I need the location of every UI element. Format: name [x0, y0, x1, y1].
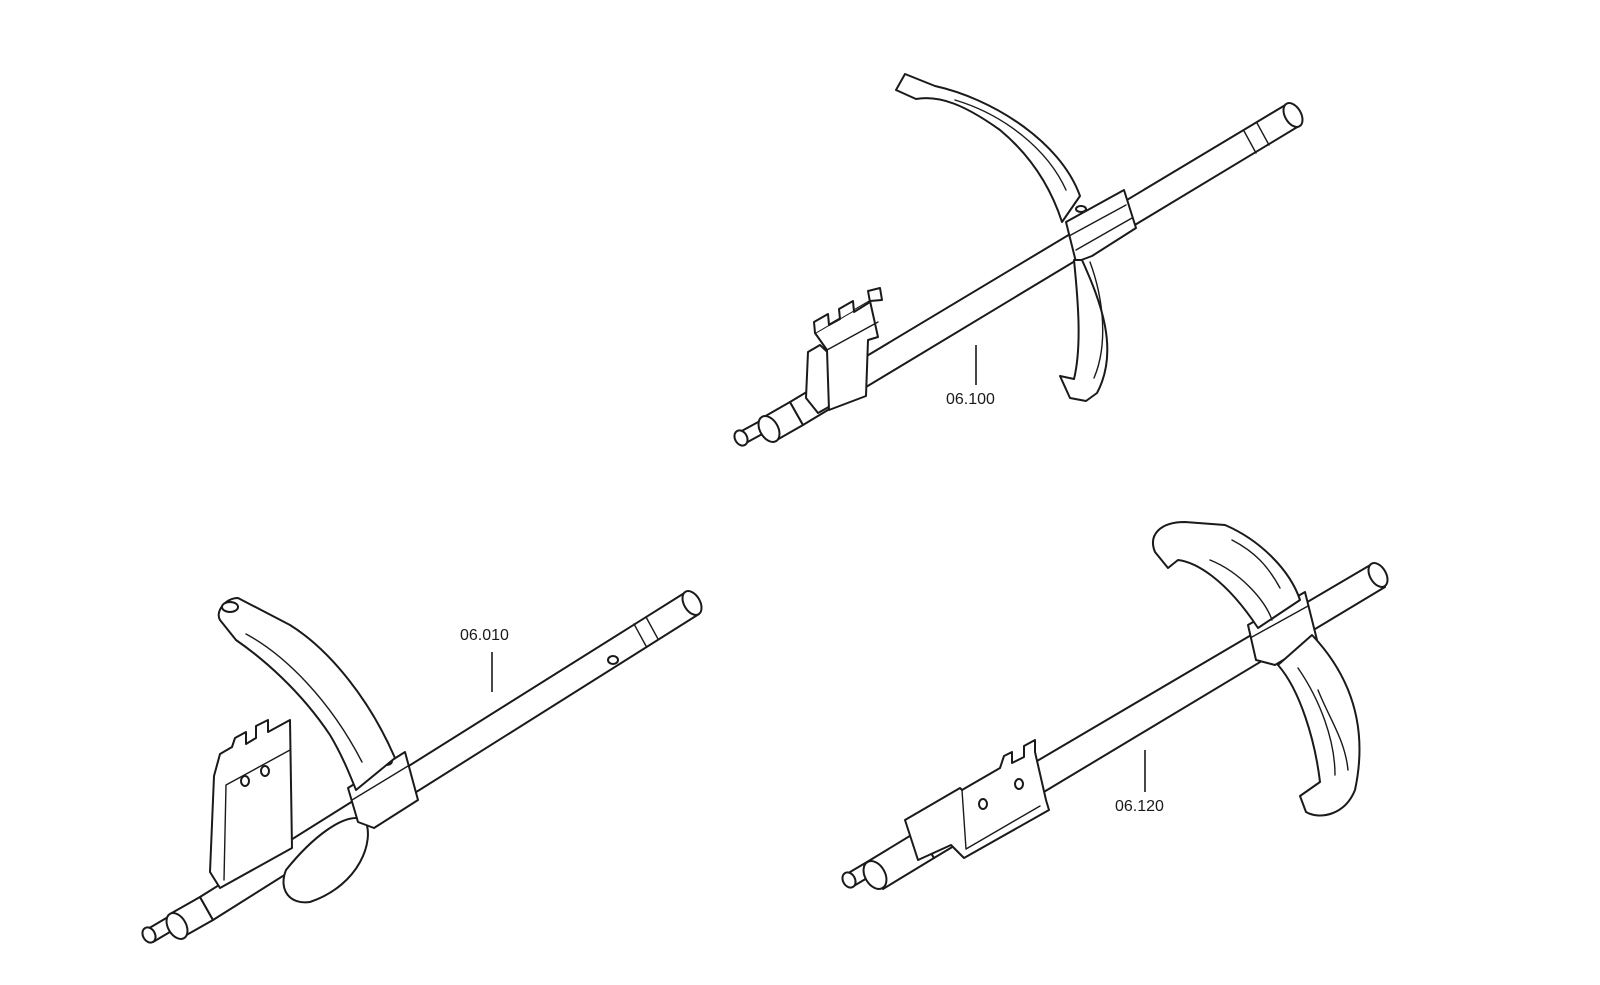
fork-arm-eye — [221, 601, 239, 613]
shift-rail-assembly-06010[interactable] — [140, 588, 706, 945]
fork-upper-arm-contour — [1209, 539, 1281, 621]
fork-ring — [282, 817, 369, 904]
callout-06100[interactable]: 06.100 — [946, 391, 995, 408]
callout-06120[interactable]: 06.120 — [1115, 798, 1164, 815]
rail-step-collar — [165, 896, 214, 940]
selector-plate — [209, 719, 293, 889]
shift-rail-assembly-06100[interactable] — [732, 73, 1307, 448]
fork-upper-arm — [1152, 521, 1301, 629]
fork-lower-arm-contour — [1297, 667, 1349, 776]
rail-groove — [633, 616, 659, 647]
callout-06010[interactable]: 06.010 — [460, 627, 509, 644]
fork-hub — [1065, 189, 1137, 263]
rail-front-end — [1367, 562, 1389, 588]
rail-groove — [1243, 122, 1270, 154]
fork-lower-arm — [1059, 259, 1109, 402]
rail-detent-hole — [607, 655, 619, 665]
shift-rail-assembly-06120[interactable] — [840, 521, 1392, 893]
rail-front-end — [1282, 102, 1304, 128]
rail-front-end — [681, 590, 703, 616]
fork-lower-arm — [1277, 634, 1361, 817]
fork-upper-arm — [895, 73, 1081, 223]
selector-bracket — [805, 287, 883, 414]
selector-bracket — [904, 739, 1050, 861]
